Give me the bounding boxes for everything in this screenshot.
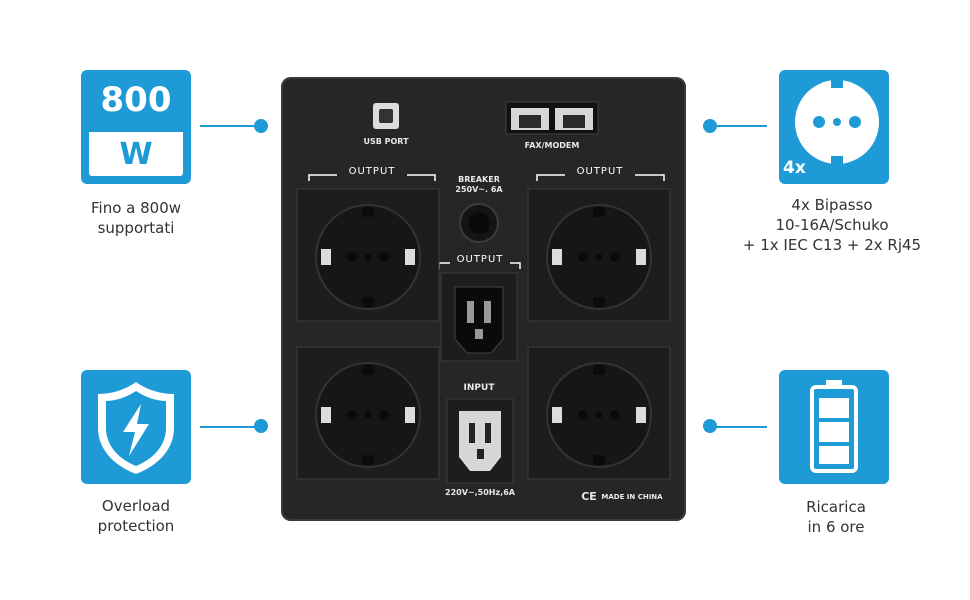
connector-line	[712, 125, 767, 127]
power-caption: Fino a 800w supportati	[36, 198, 236, 238]
protection-caption-line2: protection	[97, 517, 175, 535]
recharge-tile	[779, 370, 889, 484]
connector-dot	[703, 119, 717, 133]
sockets-caption-line2: 10-16A/Schuko	[775, 216, 889, 234]
power-unit: W	[89, 132, 183, 176]
connector-line	[712, 426, 767, 428]
recharge-caption-line1: Ricarica	[806, 498, 866, 516]
overload-protection-tile	[81, 370, 191, 484]
sockets-tile: 4x	[779, 70, 889, 184]
recharge-caption: Ricarica in 6 ore	[736, 497, 936, 537]
breaker-rating: 250V~. 6A	[455, 185, 503, 194]
power-value: 800	[100, 80, 172, 120]
connector-line	[200, 426, 260, 428]
protection-caption-line1: Overload	[101, 497, 171, 515]
battery-icon	[810, 380, 858, 473]
shield-bolt-icon	[98, 382, 174, 474]
breaker-label: BREAKER	[458, 175, 500, 184]
connector-line	[200, 125, 260, 127]
usb-port-label: USB PORT	[363, 137, 409, 146]
protection-caption: Overload protection	[36, 496, 236, 536]
sockets-caption-line3: + 1x IEC C13 + 2x Rj45	[742, 236, 922, 254]
output-label-right: OUTPUT	[565, 166, 635, 177]
connector-dot	[254, 419, 268, 433]
ups-panel-graphics	[296, 101, 671, 484]
sockets-caption-line1: 4x Bipasso	[791, 196, 873, 214]
fax-modem-label: FAX/MODEM	[524, 141, 580, 150]
power-caption-line1: Fino a 800w	[90, 199, 181, 217]
sockets-count-badge: 4x	[783, 158, 806, 178]
made-in-label: MADE IN CHINA	[601, 493, 663, 501]
ups-rear-panel: USB PORT FAX/MODEM OUTPUT OUTPUT OUTPUT …	[281, 77, 686, 521]
input-rating: 220V~,50Hz,6A	[445, 488, 515, 497]
connector-dot	[703, 419, 717, 433]
sockets-caption: 4x Bipasso 10-16A/Schuko + 1x IEC C13 + …	[732, 195, 932, 255]
output-label-left: OUTPUT	[337, 166, 407, 177]
ce-mark: CE	[581, 490, 597, 503]
input-label: INPUT	[463, 383, 495, 393]
output-label-center: OUTPUT	[450, 254, 510, 265]
recharge-caption-line2: in 6 ore	[807, 518, 865, 536]
schuko-socket-icon	[795, 79, 879, 165]
power-rating-tile: 800 W	[81, 70, 191, 184]
connector-dot	[254, 119, 268, 133]
power-caption-line2: supportati	[97, 219, 175, 237]
